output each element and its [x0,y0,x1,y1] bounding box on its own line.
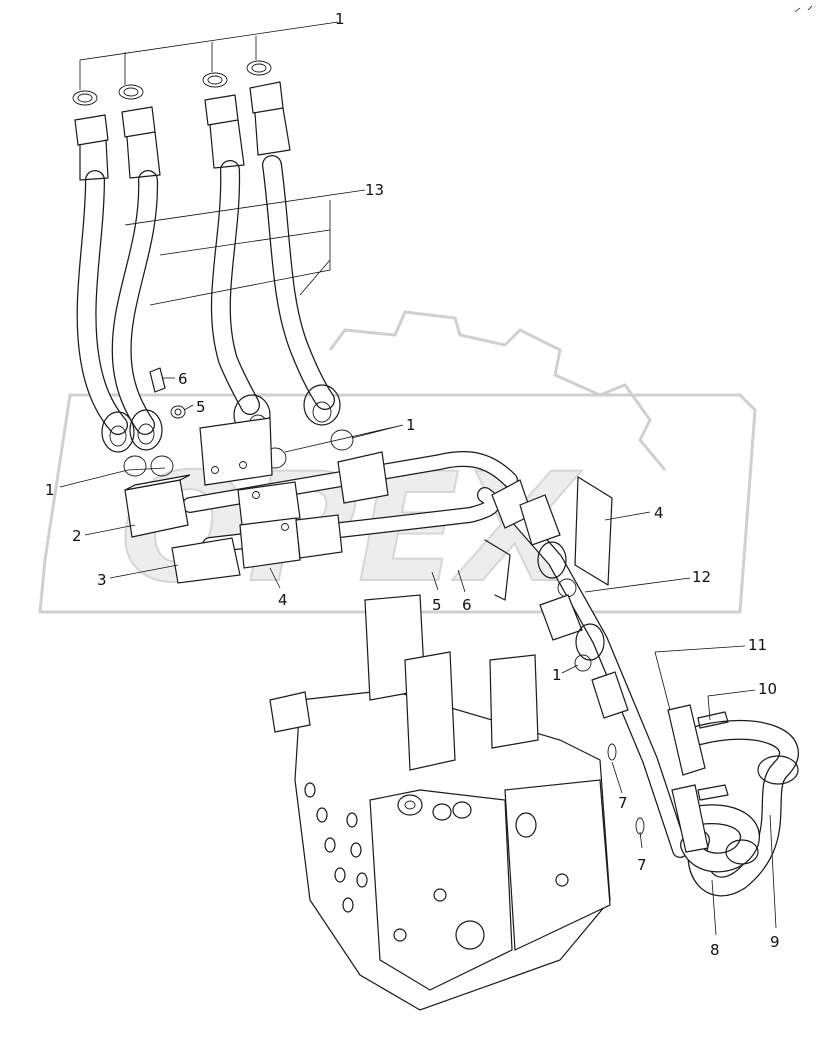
right-pipes [484,476,688,858]
lower-right-hoses [607,704,799,897]
callout-12: 12 [692,568,711,586]
callout-3: 3 [97,571,107,589]
callout-4-right: 4 [654,504,664,522]
callout-4-mid: 4 [278,591,288,609]
callout-5-top: 5 [196,398,206,416]
callout-1-right: 1 [406,416,416,434]
control-valve-body [269,594,611,1011]
callout-1-low: 1 [552,666,562,684]
callout-2: 2 [72,527,82,545]
manifold-blocks [124,417,518,584]
upper-hoses [76,155,335,435]
callout-7-a: 7 [618,794,628,812]
upper-fittings [72,60,354,477]
callout-1-top: 1 [335,10,345,28]
callout-11: 11 [748,636,767,654]
callout-leaders [59,5,813,936]
callout-10: 10 [758,680,777,698]
callout-9: 9 [770,933,780,951]
callout-13: 13 [365,181,384,199]
callout-numbers: 1 13 6 5 1 1 2 3 4 4 5 6 12 1 11 10 7 7 … [45,10,780,959]
callout-1-left: 1 [45,481,55,499]
callout-6-top: 6 [178,370,188,388]
callout-7-b: 7 [637,856,647,874]
callout-8: 8 [710,941,720,959]
callout-5-mid: 5 [432,596,442,614]
callout-6-mid: 6 [462,596,472,614]
